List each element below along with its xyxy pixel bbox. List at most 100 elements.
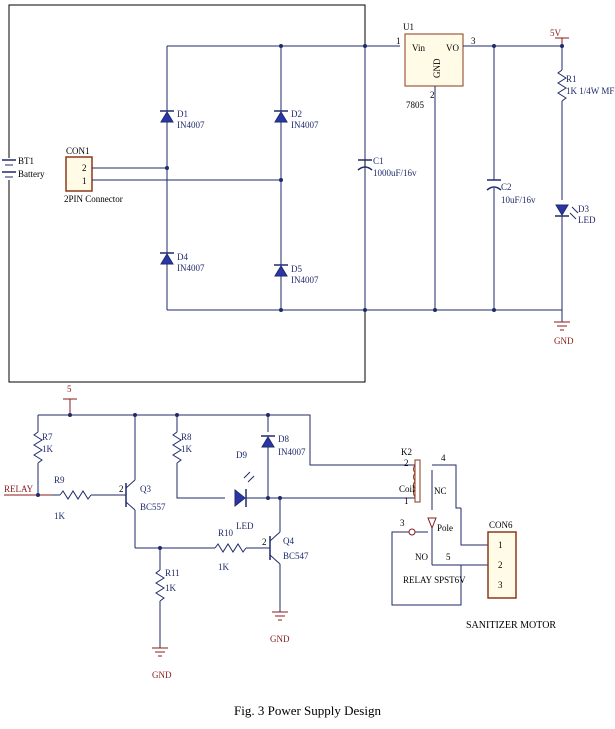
battery-label: Battery	[18, 169, 45, 179]
connector-con6: CON6 1 2 3 SANITIZER MOTOR	[466, 520, 556, 631]
q4-base-pin: 2	[262, 537, 267, 547]
u1-pin3: 3	[471, 36, 476, 46]
d3-value: LED	[578, 215, 596, 225]
q4-label: Q4	[283, 536, 294, 546]
resistor-r9	[59, 490, 92, 500]
nc-label: NC	[434, 486, 447, 496]
capacitor-c2: C2 10uF/16v	[486, 46, 536, 310]
pole-label: Pole	[437, 523, 453, 533]
bt1-label: BT1	[18, 156, 34, 166]
d4-label: D4	[177, 252, 188, 262]
pin3-label: 3	[400, 518, 405, 528]
pin5-label: 5	[446, 552, 451, 562]
junction-dot	[279, 44, 283, 48]
r10-label: R10	[218, 528, 234, 538]
relay-driver-section: 5 R7 1K RELAY R9 1K 2	[4, 384, 556, 680]
c1-label: C1	[373, 156, 384, 166]
r11-label: R11	[165, 568, 180, 578]
con1-pin2: 2	[82, 163, 87, 173]
d1-label: D1	[177, 109, 188, 119]
r7-label: R7	[42, 432, 53, 442]
con6-pin1: 1	[498, 540, 503, 550]
u1-pin1: 1	[396, 36, 401, 46]
regulator-u1: U1 1 Vin VO 3 GND 2 7805	[396, 22, 562, 310]
con1-pin1: 1	[82, 176, 87, 186]
q3-label: Q3	[140, 484, 151, 494]
resistor-r7	[33, 431, 43, 464]
led-d9: D9 LED	[234, 450, 255, 531]
u1-pin2: 2	[430, 90, 435, 100]
diode-d1: D1 IN4007	[160, 109, 205, 130]
q4-value: BC547	[283, 551, 309, 561]
diode-d8: D8 IN4007	[261, 415, 306, 498]
r7-value: 1K	[42, 444, 54, 454]
junction-dot	[165, 166, 169, 170]
d2-value: IN4007	[291, 120, 319, 130]
con1-label: CON1	[66, 146, 90, 156]
connector-con1: CON1 2 1 2PIN Connector	[64, 146, 123, 204]
ground-symbol	[554, 321, 570, 331]
d9-label: D9	[236, 450, 247, 460]
resistor-r1	[557, 69, 567, 102]
u1-vin: Vin	[412, 43, 425, 53]
diode-d5: D5 IN4007	[274, 264, 319, 285]
diode-d4: D4 IN4007	[160, 252, 205, 273]
circuit-schematic: BT1 Battery D1 IN4007 D2	[2, 4, 615, 680]
d2-label: D2	[291, 109, 302, 119]
resistor-r10	[214, 543, 247, 553]
power-supply-section: BT1 Battery D1 IN4007 D2	[2, 4, 615, 383]
r1-value: 1K 1/4W MFR	[566, 86, 615, 96]
coil-pin1: 1	[404, 496, 409, 506]
coil-label: Coil	[399, 484, 415, 494]
u1-label: U1	[403, 22, 414, 32]
d5-label: D5	[291, 264, 302, 274]
d8-label: D8	[278, 434, 289, 444]
sanitizer-motor-label: SANITIZER MOTOR	[466, 620, 556, 631]
d1-value: IN4007	[177, 120, 205, 130]
gnd-top-label: GND	[554, 336, 574, 346]
gnd-q4-label: GND	[270, 634, 290, 644]
net5-label: 5	[67, 384, 72, 394]
relay-spst-label: RELAY SPST6V	[403, 575, 466, 585]
r10-value: 1K	[218, 562, 230, 572]
gnd-r11-label: GND	[152, 670, 172, 680]
pin4-label: 4	[441, 453, 446, 463]
relay-coil-k2: K2 2 Coil 1	[399, 447, 421, 506]
relay-input-label: RELAY	[4, 484, 34, 494]
k2-label: K2	[401, 447, 412, 457]
transistor-q3: 2 Q3 BC557	[119, 415, 166, 548]
d8-value: IN4007	[278, 447, 306, 457]
resistor-r8	[172, 431, 182, 464]
c2-value: 10uF/16v	[501, 195, 536, 205]
q3-value: BC557	[140, 502, 166, 512]
v5-label: 5V	[550, 28, 562, 38]
led-indicator-branch: 5V R1 1K 1/4W MFR D3 LED GND	[550, 28, 615, 346]
u1-part: 7805	[406, 100, 425, 110]
r1-label: R1	[566, 74, 577, 84]
d3-label: D3	[578, 204, 589, 214]
d4-value: IN4007	[177, 263, 205, 273]
r8-label: R8	[181, 432, 192, 442]
diode-d2: D2 IN4007	[274, 109, 319, 130]
led-d3	[555, 204, 569, 216]
no-label: NO	[415, 552, 428, 562]
con1-desc: 2PIN Connector	[64, 194, 123, 204]
u1-gnd: GND	[432, 58, 442, 78]
con6-pin2: 2	[498, 560, 503, 570]
con6-pin3: 3	[498, 580, 503, 590]
battery-bt1: BT1 Battery	[2, 156, 45, 180]
k2-pin2: 2	[404, 458, 409, 468]
junction-dot	[279, 308, 283, 312]
d5-value: IN4007	[291, 275, 319, 285]
c2-label: C2	[501, 182, 512, 192]
r9-label: R9	[54, 475, 65, 485]
con6-label: CON6	[489, 520, 513, 530]
d9-value: LED	[236, 521, 254, 531]
figure-caption: Fig. 3 Power Supply Design	[234, 703, 381, 718]
c1-value: 1000uF/16v	[373, 168, 417, 178]
transistor-q4: 2 Q4 BC547 GND	[262, 498, 309, 644]
r11-value: 1K	[165, 583, 177, 593]
junction-dot	[36, 493, 40, 497]
r9-value: 1K	[54, 511, 66, 521]
q3-base-pin: 2	[119, 484, 124, 494]
